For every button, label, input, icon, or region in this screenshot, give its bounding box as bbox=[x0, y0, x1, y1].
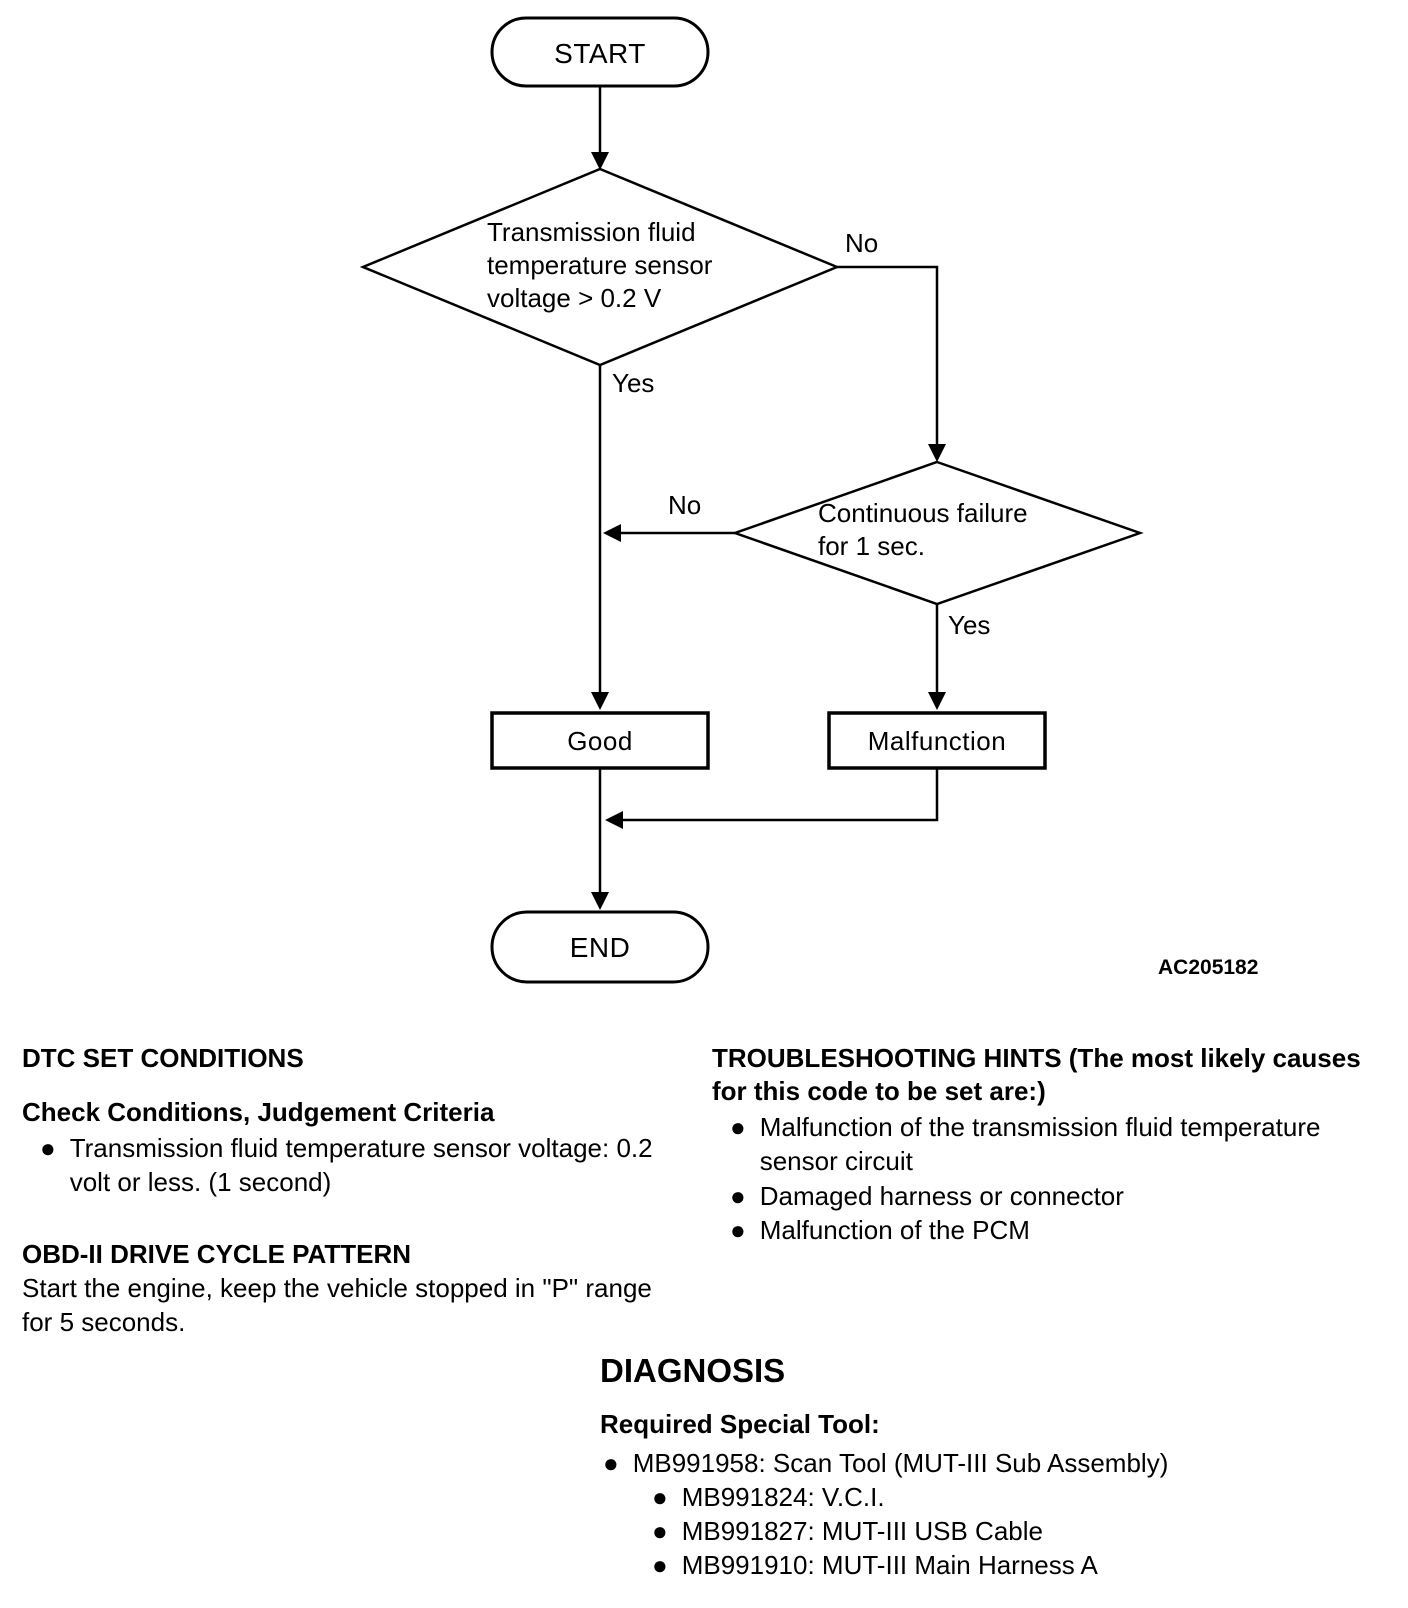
end-node-label: END bbox=[569, 932, 631, 963]
bullet-dot-icon: ● bbox=[603, 1448, 619, 1478]
obd-drive-cycle-body: Start the engine, keep the vehicle stopp… bbox=[22, 1273, 652, 1337]
tool-sub-2-text: MB991827: MUT-III USB Cable bbox=[681, 1516, 1043, 1546]
decision1-line1: Transmission fluid bbox=[487, 217, 696, 247]
tool-sub-bullet-2: ● MB991827: MUT-III USB Cable bbox=[652, 1514, 1302, 1548]
arrowhead-start-to-decision1 bbox=[591, 152, 609, 170]
dtc-bullet-1: ● Transmission fluid temperature sensor … bbox=[40, 1131, 660, 1199]
tool-main-text: MB991958: Scan Tool (MUT-III Sub Assembl… bbox=[632, 1448, 1169, 1478]
dtc-set-conditions-heading: DTC SET CONDITIONS bbox=[22, 1043, 304, 1073]
decision2-yes-label: Yes bbox=[948, 610, 991, 640]
decision1-no-label: No bbox=[845, 228, 879, 258]
arrowhead-merge bbox=[605, 811, 623, 829]
bullet-dot-icon: ● bbox=[40, 1133, 56, 1163]
arrowhead-into-end bbox=[591, 892, 609, 910]
bullet-dot-icon: ● bbox=[652, 1516, 668, 1546]
bullet-dot-icon: ● bbox=[652, 1482, 668, 1512]
malfunction-box-label: Malfunction bbox=[867, 726, 1007, 756]
hints-bullet-2: ● Damaged harness or connector bbox=[730, 1179, 1370, 1213]
diagnosis-heading: DIAGNOSIS bbox=[600, 1352, 786, 1389]
tool-sub-1-text: MB991824: V.C.I. bbox=[681, 1482, 885, 1512]
decision2-line2: for 1 sec. bbox=[818, 531, 925, 561]
arrowhead-into-good bbox=[591, 692, 609, 710]
arrowhead-decision2-no bbox=[603, 524, 621, 542]
flowchart-diagram bbox=[359, 16, 1144, 984]
decision2-no-label: No bbox=[668, 490, 702, 520]
bullet-dot-icon: ● bbox=[730, 1215, 746, 1245]
decision2-text: Continuous failure for 1 sec. bbox=[818, 497, 1058, 563]
required-special-tool-heading: Required Special Tool: bbox=[600, 1409, 880, 1439]
tool-sub-3-text: MB991910: MUT-III Main Harness A bbox=[681, 1550, 1098, 1580]
good-box-shape bbox=[490, 711, 710, 770]
tool-sub-bullet-1: ● MB991824: V.C.I. bbox=[652, 1480, 1302, 1514]
end-node-shape bbox=[490, 910, 710, 984]
check-conditions-subheading: Check Conditions, Judgement Criteria bbox=[22, 1097, 495, 1127]
decision1-line3: voltage > 0.2 V bbox=[487, 283, 662, 313]
hints-bullet-1-text: Malfunction of the transmission fluid te… bbox=[759, 1112, 1321, 1176]
decision1-yes-label: Yes bbox=[612, 368, 655, 398]
figure-code: AC205182 bbox=[1158, 956, 1259, 979]
malfunction-merge-line bbox=[622, 768, 939, 822]
tool-sub-bullet-3: ● MB991910: MUT-III Main Harness A bbox=[652, 1548, 1302, 1582]
troubleshooting-hints-heading: TROUBLESHOOTING HINTS (The most likely c… bbox=[712, 1043, 1361, 1106]
bullet-dot-icon: ● bbox=[730, 1112, 746, 1142]
decision1-text: Transmission fluid temperature sensor vo… bbox=[487, 216, 737, 315]
bullet-dot-icon: ● bbox=[730, 1181, 746, 1211]
hints-bullet-1: ● Malfunction of the transmission fluid … bbox=[730, 1110, 1370, 1178]
start-node-label: START bbox=[554, 38, 646, 69]
hints-bullet-2-text: Damaged harness or connector bbox=[759, 1181, 1124, 1211]
decision1-line2: temperature sensor bbox=[487, 250, 713, 280]
obd-drive-cycle-heading: OBD-II DRIVE CYCLE PATTERN bbox=[22, 1239, 412, 1269]
arrowhead-into-decision2 bbox=[928, 444, 946, 462]
arrowhead-into-malfunction bbox=[928, 692, 946, 710]
hints-bullet-3: ● Malfunction of the PCM bbox=[730, 1213, 1370, 1247]
decision2-line1: Continuous failure bbox=[818, 498, 1028, 528]
good-box-label: Good bbox=[567, 726, 633, 756]
bullet-dot-icon: ● bbox=[652, 1550, 668, 1580]
tool-bullet-main: ● MB991958: Scan Tool (MUT-III Sub Assem… bbox=[603, 1446, 1303, 1480]
dtc-bullet-1-text: Transmission fluid temperature sensor vo… bbox=[69, 1133, 653, 1197]
hints-bullet-3-text: Malfunction of the PCM bbox=[759, 1215, 1030, 1245]
decision1-no-branch-line bbox=[837, 265, 939, 448]
